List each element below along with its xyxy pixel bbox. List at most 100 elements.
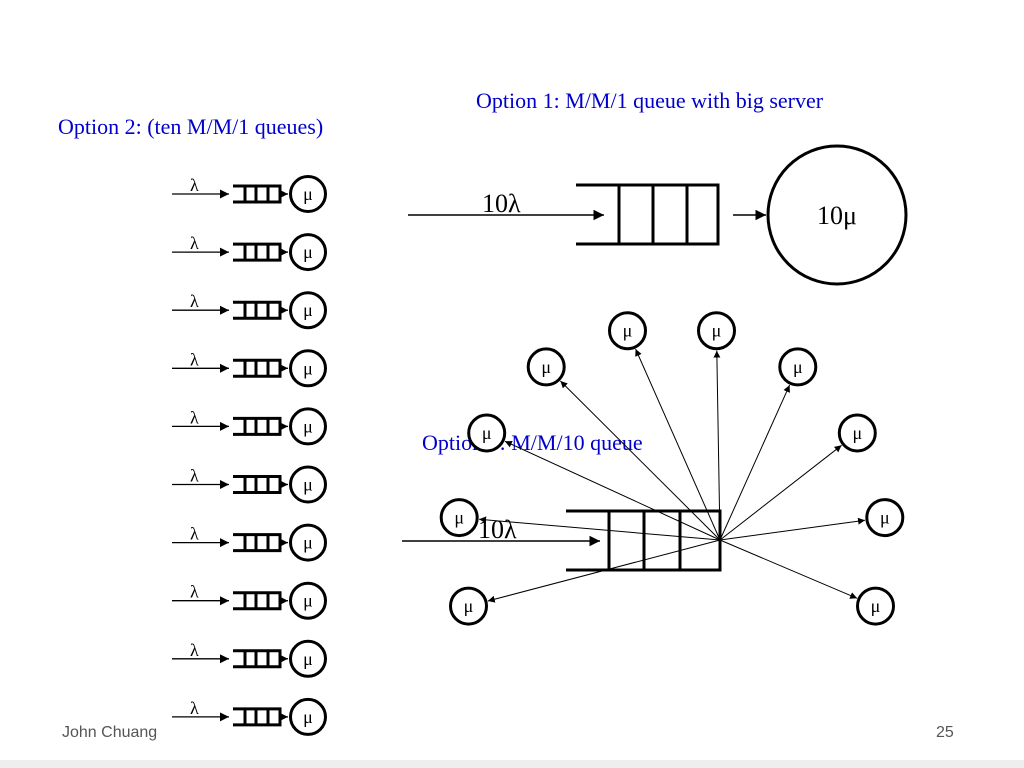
option3-server-label: μ bbox=[454, 508, 464, 528]
option3-server bbox=[608, 311, 647, 351]
option3-dispatch-arrow bbox=[719, 384, 791, 541]
option2-queue-buffer bbox=[233, 300, 282, 320]
option2-server-label: μ bbox=[303, 300, 313, 320]
option2-queue-buffer bbox=[233, 358, 282, 378]
option2-queue-buffer bbox=[233, 707, 282, 727]
option3-dispatch-arrow bbox=[479, 516, 721, 541]
option2-queue-buffer bbox=[233, 475, 282, 494]
option2-arrival-label: λ bbox=[190, 233, 199, 253]
option2-title: Option 2: (ten M/M/1 queues) bbox=[58, 114, 324, 139]
option2-queue-buffer bbox=[233, 591, 282, 611]
option3-server-branch: μ bbox=[697, 311, 736, 541]
option2-arrival-label: λ bbox=[190, 524, 199, 544]
option3-server bbox=[865, 498, 905, 538]
option2-server bbox=[289, 581, 327, 620]
option2-server bbox=[289, 349, 327, 388]
option2-arrival-label: λ bbox=[190, 175, 199, 195]
option2-arrival-label: λ bbox=[190, 698, 199, 718]
option3-dispatch-arrow bbox=[560, 380, 721, 541]
option2-queue-buffer bbox=[233, 416, 282, 436]
option3-server-label: μ bbox=[712, 321, 722, 341]
footer-strip bbox=[0, 760, 1024, 768]
option3-dispatch-arrow bbox=[719, 444, 842, 541]
option3-server-label: μ bbox=[541, 357, 551, 377]
option3-dispatch-arrow bbox=[504, 440, 721, 541]
option3-server-fan: μ μ μ μ μ μ μ μ μ μ bbox=[439, 311, 905, 626]
option3-server-label: μ bbox=[464, 596, 474, 616]
option2-queue-buffer bbox=[233, 649, 282, 669]
option3-server bbox=[837, 413, 877, 453]
option2-arrival-label: λ bbox=[190, 291, 199, 311]
option2-server-label: μ bbox=[303, 184, 313, 204]
option2-server bbox=[289, 233, 327, 272]
option3-server-label: μ bbox=[793, 357, 803, 377]
option2-server-label: μ bbox=[303, 533, 313, 553]
option3-server bbox=[439, 498, 479, 538]
option2-arrival-label: λ bbox=[190, 640, 199, 660]
option3-server-branch: μ bbox=[719, 347, 818, 541]
option3-dispatch-arrow bbox=[719, 539, 858, 599]
option3-server-label: μ bbox=[880, 508, 890, 528]
option3-server bbox=[697, 311, 736, 351]
footer-page-number: 25 bbox=[936, 724, 954, 741]
option2-server bbox=[289, 407, 327, 446]
option2-arrival-label: λ bbox=[190, 582, 199, 602]
option3-server-branch: μ bbox=[608, 311, 721, 541]
option2-server bbox=[289, 639, 327, 678]
option2-arrival-label: λ bbox=[190, 466, 199, 486]
option3-server-label: μ bbox=[482, 423, 492, 443]
option2-server-label: μ bbox=[303, 416, 313, 436]
option2-arrival-label: λ bbox=[190, 349, 199, 369]
option3-server-branch: μ bbox=[719, 539, 895, 626]
option3-dispatch-arrow bbox=[487, 539, 721, 603]
footer-author: John Chuang bbox=[62, 724, 158, 741]
option3-server-branch: μ bbox=[449, 539, 721, 626]
option1-arrival-label: 10λ bbox=[482, 189, 521, 218]
option3-server-label: μ bbox=[852, 423, 862, 443]
option3-server-branch: μ bbox=[467, 413, 721, 541]
option2-arrival-label: λ bbox=[190, 407, 199, 427]
option1-queue-buffer bbox=[576, 183, 720, 246]
option3-server-branch: μ bbox=[719, 498, 905, 541]
option2-server-label: μ bbox=[303, 242, 313, 262]
option3-server-branch: μ bbox=[719, 413, 877, 541]
option3-server bbox=[467, 413, 507, 453]
option2-server-label: μ bbox=[303, 707, 313, 727]
option3-server-branch: μ bbox=[526, 347, 721, 541]
option2-queue-buffer bbox=[233, 242, 282, 262]
option3-server bbox=[449, 586, 488, 626]
option2-queue-buffer bbox=[233, 533, 282, 553]
option2-server-label: μ bbox=[303, 358, 313, 378]
option3-server-label: μ bbox=[623, 321, 633, 341]
option1-server-label: 10μ bbox=[817, 201, 857, 230]
option3-server bbox=[526, 347, 566, 387]
option3-server-branch: μ bbox=[439, 498, 721, 541]
option1-big-server bbox=[766, 144, 908, 286]
option3-title: Option 3: M/M/10 queue bbox=[422, 430, 643, 455]
option2-server bbox=[289, 175, 327, 213]
option2-server bbox=[289, 697, 327, 736]
option3-dispatch-arrow bbox=[713, 350, 721, 541]
option2-server-label: μ bbox=[303, 591, 313, 611]
option2-server bbox=[289, 523, 327, 562]
option3-server bbox=[856, 586, 895, 626]
option3-server-label: μ bbox=[871, 596, 881, 616]
option1-title: Option 1: M/M/1 queue with big server bbox=[476, 88, 824, 113]
option2-server bbox=[289, 291, 327, 330]
option2-server bbox=[289, 465, 327, 504]
option2-server-label: μ bbox=[303, 649, 313, 669]
option3-dispatch-arrow bbox=[719, 517, 866, 541]
